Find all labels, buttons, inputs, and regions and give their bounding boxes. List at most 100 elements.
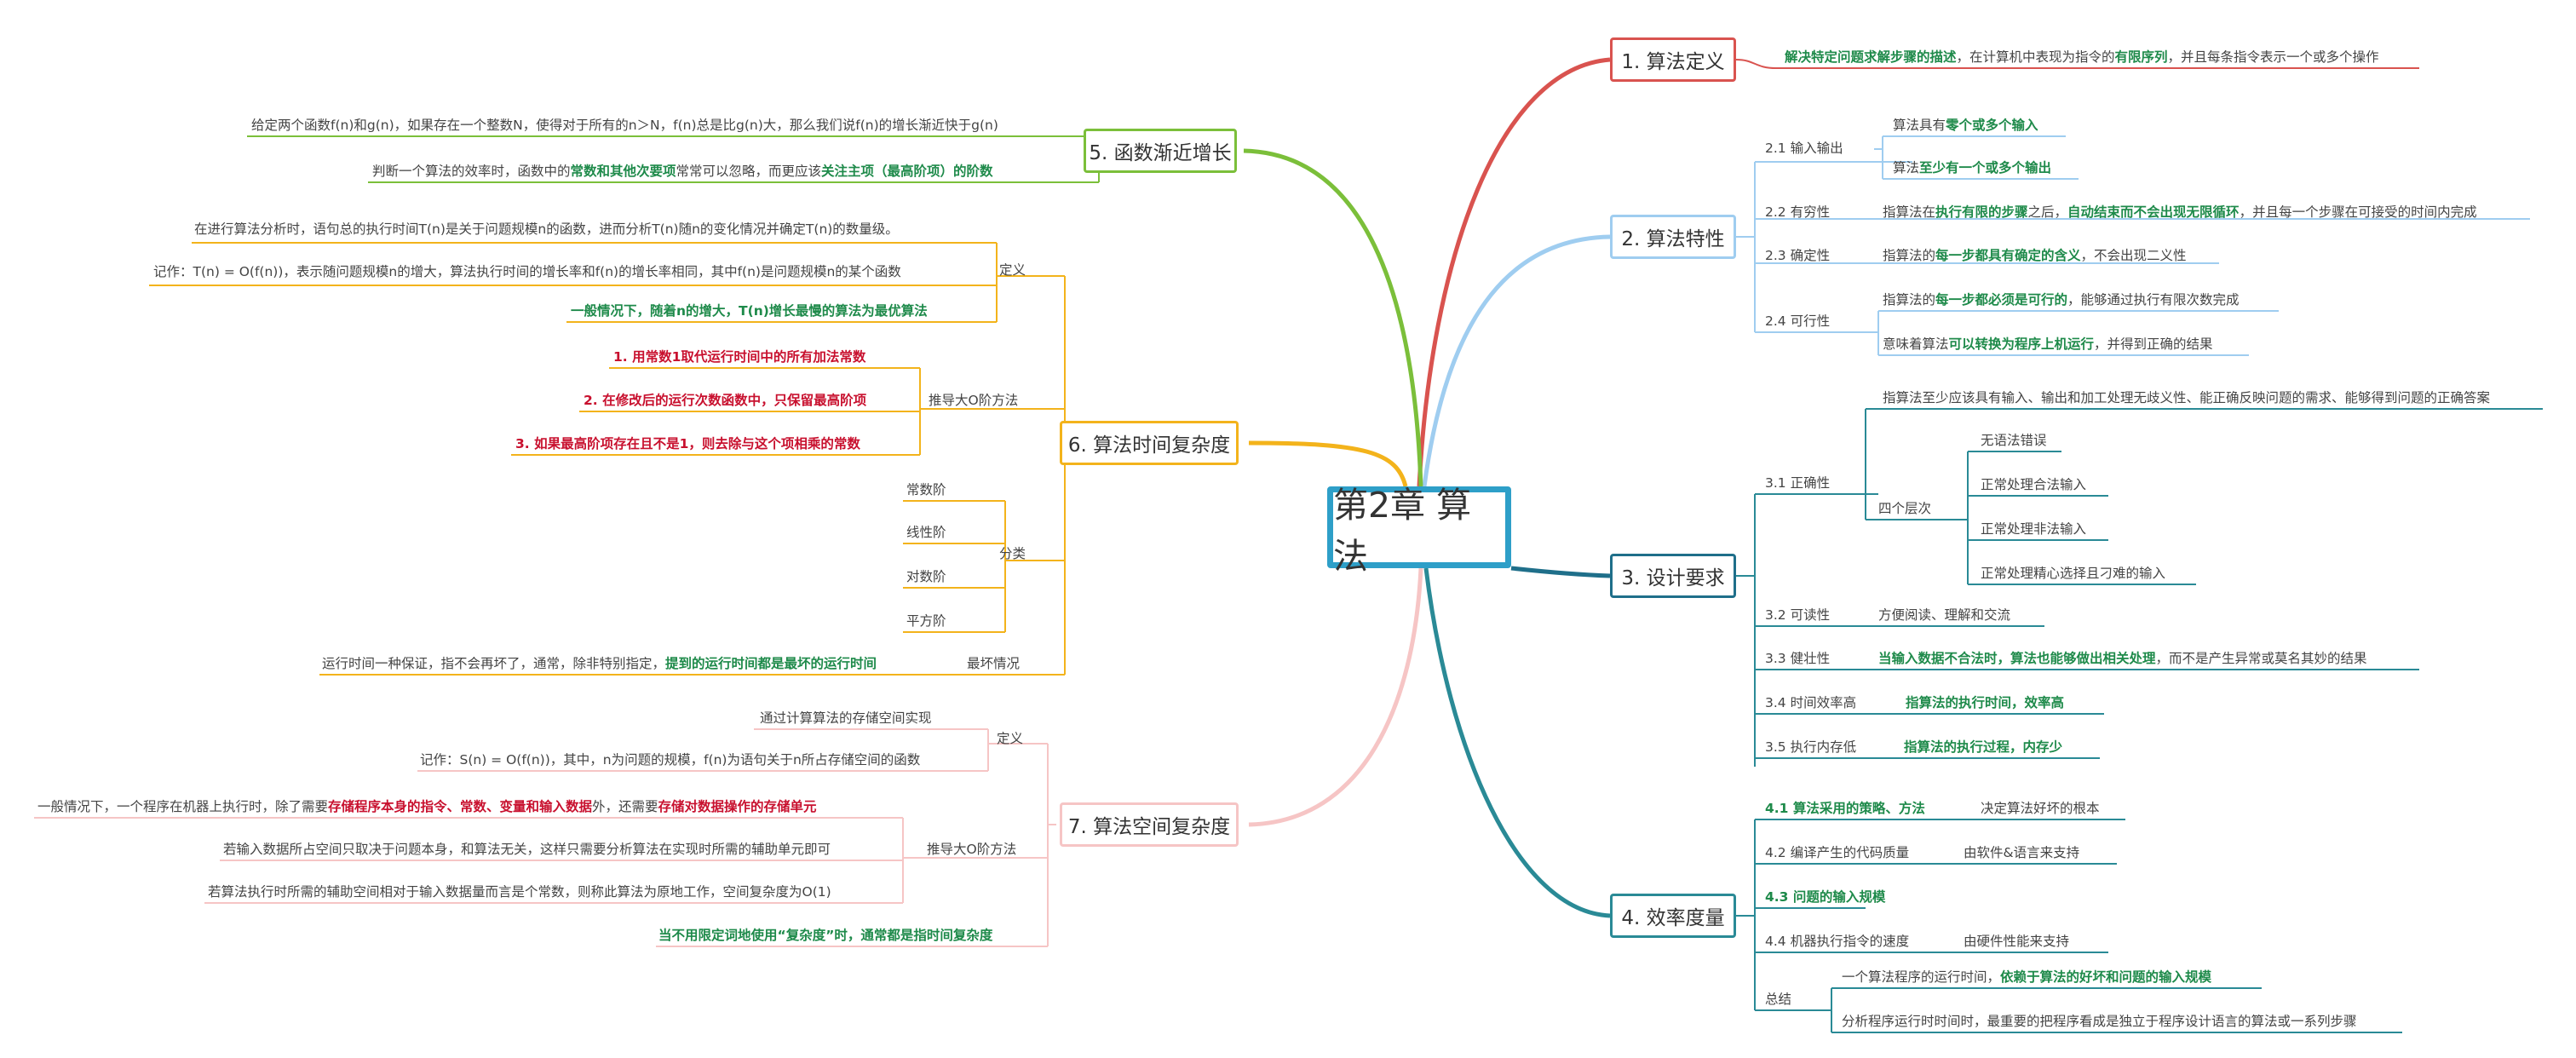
b4-4-line1[interactable]: 由硬件性能来支持 [1964,934,2070,949]
b1-detail-text-b: ，在计算机中表现为指令的 [1956,49,2115,65]
b3-1-level-3[interactable]: 正常处理非法输入 [1981,521,2087,537]
b4-2-line1[interactable]: 由软件&语言来支持 [1964,845,2080,860]
b2-1-line1[interactable]: 算法具有零个或多个输入 [1893,118,2038,133]
b7-def-label[interactable]: 定义 [997,731,1024,746]
b6-def-label[interactable]: 定义 [999,262,1026,278]
b2-1-line1-a: 算法具有 [1893,118,1946,133]
link-root-b3 [1510,566,1611,578]
b4-5-label[interactable]: 总结 [1765,992,1792,1007]
b2-1-line1-b: 零个或多个输入 [1946,118,2038,133]
b2-1-line2-a: 算法 [1893,160,1920,175]
b6-class-linear[interactable]: 线性阶 [906,525,946,540]
b7-derive-line1[interactable]: 一般情况下，一个程序在机器上执行时，除了需要存储程序本身的指令、常数、变量和输入… [37,799,817,814]
b2-2-label[interactable]: 2.2 有穷性 [1765,204,1831,220]
b6-derive-label[interactable]: 推导大O阶方法 [929,393,1019,408]
b4-5-l1-a: 一个算法程序的运行时间， [1842,969,2001,985]
branch-efficiency-measure[interactable]: 4. 效率度量 [1610,894,1736,938]
b3-5-line1[interactable]: 指算法的执行过程，内存少 [1904,739,2063,755]
b2-4-line1[interactable]: 指算法的每一步都必须是可行的，能够通过执行有限次数完成 [1883,292,2240,308]
b5-l2-b: 常数和其他次要项 [570,164,676,179]
b2-2-d: 自动结束而不会出现无限循环 [2067,204,2240,220]
b6-class-square[interactable]: 平方阶 [906,613,946,629]
b2-4-l2-b: 可以转换为程序上机运行 [1948,336,2095,352]
branch-design-requirements[interactable]: 3. 设计要求 [1610,554,1736,598]
b1-detail-bold-a: 解决特定问题求解步骤的描述 [1785,49,1957,65]
b7-derive-line3[interactable]: 若算法执行时所需的辅助空间相对于输入数据量而言是个常数，则称此算法为原地工作，空… [208,884,831,900]
b4-2-label[interactable]: 4.2 编译产生的代码质量 [1765,845,1910,860]
b3-1-level-4[interactable]: 正常处理精心选择且刁难的输入 [1981,566,2166,581]
b1-detail-text-d: ，并且每条指令表示一个或多个操作 [2167,49,2379,65]
b2-4-l1-b: 每一步都必须是可行的 [1935,292,2068,308]
b6-class-log[interactable]: 对数阶 [906,569,946,584]
b7-derive-line2[interactable]: 若输入数据所占空间只取决于问题本身，和算法无关，这样只需要分析算法在实现时所需的… [223,842,831,857]
b4-1-label[interactable]: 4.1 算法采用的策略、方法 [1765,801,1925,816]
b4-5-line1[interactable]: 一个算法程序的运行时间，依赖于算法的好坏和问题的输入规模 [1842,969,2211,985]
b3-3-label[interactable]: 3.3 健壮性 [1765,651,1831,666]
b7-derive-label[interactable]: 推导大O阶方法 [927,842,1017,857]
b4-4-label[interactable]: 4.4 机器执行指令的速度 [1765,934,1910,949]
link-root-b5 [1243,148,1423,487]
b3-1-level-1[interactable]: 无语法错误 [1981,433,2047,448]
b4-3-label[interactable]: 4.3 问题的输入规模 [1765,889,1886,905]
b2-3-c: ，不会出现二义性 [2080,248,2187,263]
b3-2-label[interactable]: 3.2 可读性 [1765,607,1831,623]
b3-2-line1[interactable]: 方便阅读、理解和交流 [1878,607,2011,623]
b2-2-a: 指算法在 [1883,204,1936,220]
b6-worst-label[interactable]: 最坏情况 [967,656,1021,671]
b2-1-line2[interactable]: 算法至少有一个或多个输出 [1893,160,2052,175]
b3-4-label[interactable]: 3.4 时间效率高 [1765,695,1857,710]
link-root-b4 [1423,567,1611,918]
b2-4-l2-a: 意味着算法 [1883,336,1949,352]
b2-2-c: 之后， [2027,204,2068,220]
b3-1-label[interactable]: 3.1 正确性 [1765,475,1831,491]
link-root-b7 [1248,567,1423,827]
b3-1-line1[interactable]: 指算法至少应该具有输入、输出和加工处理无歧义性、能正确反映问题的需求、能够得到问… [1883,390,2491,405]
branch-time-complexity[interactable]: 6. 算法时间复杂度 [1060,421,1239,465]
b6-classify-label[interactable]: 分类 [999,546,1026,561]
b1-detail[interactable]: 解决特定问题求解步骤的描述，在计算机中表现为指令的有限序列，并且每条指令表示一个… [1785,49,2379,65]
b3-3-line1[interactable]: 当输入数据不合法时，算法也能够做出相关处理，而不是产生异常或莫名其妙的结果 [1878,651,2367,666]
branch-asymptotic-growth[interactable]: 5. 函数渐近增长 [1084,129,1237,173]
link-root-b1 [1417,57,1611,487]
b7-note[interactable]: 当不用限定词地使用“复杂度”时，通常都是指时间复杂度 [658,928,993,943]
b2-3-b: 每一步都具有确定的含义 [1935,248,2081,263]
b2-4-line2[interactable]: 意味着算法可以转换为程序上机运行，并得到正确的结果 [1883,336,2213,352]
b6-derive-step-1[interactable]: 1. 用常数1取代运行时间中的所有加法常数 [613,349,866,365]
b2-4-l1-c: ，能够通过执行有限次数完成 [2067,292,2240,308]
b2-3-label[interactable]: 2.3 确定性 [1765,248,1831,263]
b2-3-a: 指算法的 [1883,248,1936,263]
b6-worst-a: 运行时间一种保证，指不会再坏了，通常，除非特别指定， [322,656,666,671]
b6-worst-line[interactable]: 运行时间一种保证，指不会再坏了，通常，除非特别指定，提到的运行时间都是最坏的运行… [322,656,877,671]
b6-def-line2[interactable]: 记作：T(n) = O(f(n))，表示随问题规模n的增大，算法执行时间的增长率… [153,264,901,279]
b2-4-label[interactable]: 2.4 可行性 [1765,313,1831,329]
b6-worst-b: 提到的运行时间都是最坏的运行时间 [665,656,877,671]
b3-5-label[interactable]: 3.5 执行内存低 [1765,739,1857,755]
b7-d1-a: 一般情况下，一个程序在机器上执行时，除了需要 [37,799,329,814]
b6-derive-step-2[interactable]: 2. 在修改后的运行次数函数中，只保留最高阶项 [584,393,867,408]
b5-line1[interactable]: 给定两个函数f(n)和g(n)，如果存在一个整数N，使得对于所有的n＞N，f(n… [251,118,998,133]
b2-1-label[interactable]: 2.1 输入输出 [1765,141,1843,156]
b3-3-a: 当输入数据不合法时，算法也能够做出相关处理 [1878,651,2156,666]
b3-1-level-2[interactable]: 正常处理合法输入 [1981,477,2087,492]
b2-2-b: 执行有限的步骤 [1935,204,2028,220]
b4-5-line2[interactable]: 分析程序运行时时间时，最重要的把程序看成是独立于程序设计语言的算法或一系列步骤 [1842,1014,2357,1029]
branch-algorithm-definition[interactable]: 1. 算法定义 [1610,37,1736,82]
b5-line2[interactable]: 判断一个算法的效率时，函数中的常数和其他次要项常常可以忽略，而更应该关注主项（最… [372,164,993,179]
b6-derive-step-3[interactable]: 3. 如果最高阶项存在且不是1，则去除与这个项相乘的常数 [515,436,860,451]
b7-def-line2[interactable]: 记作：S(n) = O(f(n))，其中，n为问题的规模，f(n)为语句关于n所… [420,752,921,768]
b2-3-line1[interactable]: 指算法的每一步都具有确定的含义，不会出现二义性 [1883,248,2187,263]
b3-4-line1[interactable]: 指算法的执行时间，效率高 [1906,695,2065,710]
b7-def-line1[interactable]: 通过计算算法的存储空间实现 [760,710,932,726]
root-topic[interactable]: 第2章 算法 [1327,485,1511,577]
b6-class-constant[interactable]: 常数阶 [906,482,946,497]
b3-1-four-levels[interactable]: 四个层次 [1878,501,1932,516]
b4-1-line1[interactable]: 决定算法好坏的根本 [1981,801,2100,816]
b2-1-line2-b: 至少有一个或多个输出 [1919,160,2052,175]
b6-def-line3[interactable]: 一般情况下，随着n的增大，T(n)增长最慢的算法为最优算法 [571,303,928,319]
branch-algorithm-properties[interactable]: 2. 算法特性 [1610,215,1736,259]
b7-d1-d: 存储对数据操作的存储单元 [658,799,817,814]
b2-2-line1[interactable]: 指算法在执行有限的步骤之后，自动结束而不会出现无限循环，并且每一个步骤在可接受的… [1883,204,2477,220]
branch-space-complexity[interactable]: 7. 算法空间复杂度 [1060,802,1239,847]
b6-def-line1[interactable]: 在进行算法分析时，语句总的执行时间T(n)是关于问题规模n的函数，进而分析T(n… [194,221,899,237]
